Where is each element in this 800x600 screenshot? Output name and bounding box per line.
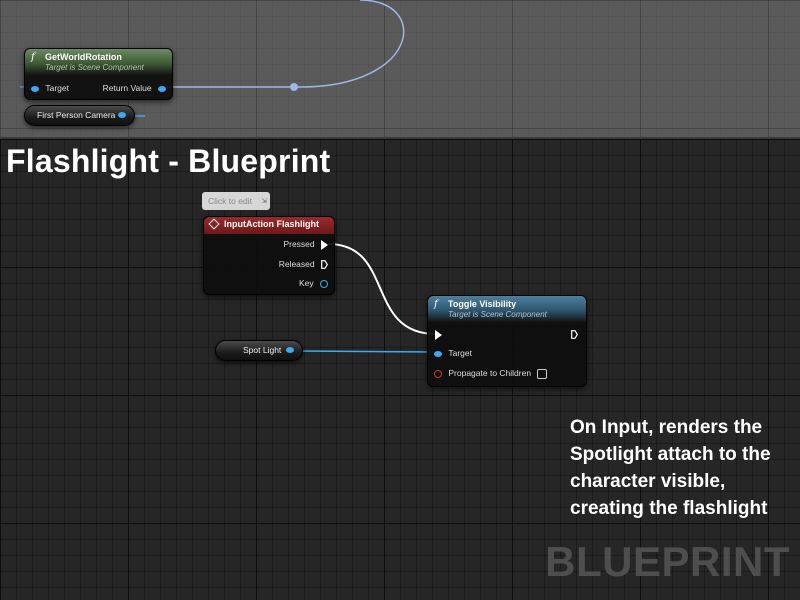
object-pin-icon[interactable] xyxy=(158,85,166,92)
exec-pin-hollow-icon[interactable] xyxy=(571,330,578,340)
pin-label: Return Value xyxy=(102,83,152,93)
pin-label: Released xyxy=(278,259,315,269)
bool-pin-icon[interactable] xyxy=(434,369,442,378)
node-subtitle: Target is Scene Component xyxy=(45,63,144,72)
propagate-to-children-pin[interactable]: Propagate to Children xyxy=(434,368,548,379)
node-title: Toggle Visibility xyxy=(448,299,517,309)
get-world-rotation-node[interactable]: f GetWorldRotation Target is Scene Compo… xyxy=(24,48,173,100)
variable-label: First Person Camera xyxy=(37,110,116,120)
blueprint-watermark: BLUEPRINT xyxy=(545,538,790,585)
pin-label: Target xyxy=(448,348,472,358)
exec-out-pin[interactable] xyxy=(571,329,578,340)
exec-pin-icon[interactable] xyxy=(321,239,328,250)
pressed-pin[interactable]: Pressed xyxy=(283,239,328,250)
released-pin[interactable]: Released xyxy=(278,259,328,270)
comment-text: Click to edit xyxy=(208,196,252,206)
pin-label: Propagate to Children xyxy=(448,368,532,378)
toggle-visibility-node[interactable]: f Toggle Visibility Target is Scene Comp… xyxy=(427,295,587,387)
object-pin-icon[interactable] xyxy=(286,347,294,353)
pin-label: Target xyxy=(45,83,69,93)
node-subtitle: Target is Scene Component xyxy=(448,310,547,319)
pin-label: Key xyxy=(298,278,314,288)
node-title: InputAction Flashlight xyxy=(224,219,319,229)
bottom-graph-panel[interactable] xyxy=(0,137,800,600)
object-pin-icon[interactable] xyxy=(434,350,442,357)
page-title: Flashlight - Blueprint xyxy=(6,143,331,179)
exec-pin-hollow-icon[interactable] xyxy=(321,260,328,270)
pin-label: Pressed xyxy=(283,239,315,249)
exec-pin-icon[interactable] xyxy=(435,329,442,340)
spot-light-node[interactable]: Spot Light xyxy=(215,340,303,361)
input-action-flashlight-node[interactable]: InputAction Flashlight Pressed Released … xyxy=(203,216,335,295)
key-pin[interactable]: Key xyxy=(299,278,328,288)
description-text: On Input, renders the Spotlight attach t… xyxy=(570,417,771,519)
node-title: GetWorldRotation xyxy=(45,52,122,62)
variable-label: Spot Light xyxy=(243,345,282,355)
pushpin-icon[interactable]: ⇲ xyxy=(261,198,267,205)
object-pin-icon[interactable] xyxy=(118,112,126,118)
struct-pin-icon[interactable] xyxy=(320,279,328,288)
object-pin-icon[interactable] xyxy=(31,85,39,92)
node-header: InputAction Flashlight xyxy=(204,217,334,234)
propagate-checkbox[interactable] xyxy=(537,368,548,379)
comment-bubble[interactable]: Click to edit ⇲ xyxy=(202,192,270,210)
target-pin[interactable]: Target xyxy=(31,83,69,93)
exec-in-pin[interactable] xyxy=(435,329,442,340)
first-person-camera-node[interactable]: First Person Camera xyxy=(24,105,135,126)
function-f-icon: f xyxy=(31,52,35,63)
node-header: f Toggle Visibility Target is Scene Comp… xyxy=(428,296,586,322)
event-diamond-icon xyxy=(208,218,220,230)
return-value-pin[interactable]: Return Value xyxy=(103,83,166,93)
node-header: f GetWorldRotation Target is Scene Compo… xyxy=(25,49,172,75)
target-pin[interactable]: Target xyxy=(434,348,472,358)
function-f-icon: f xyxy=(434,299,438,310)
